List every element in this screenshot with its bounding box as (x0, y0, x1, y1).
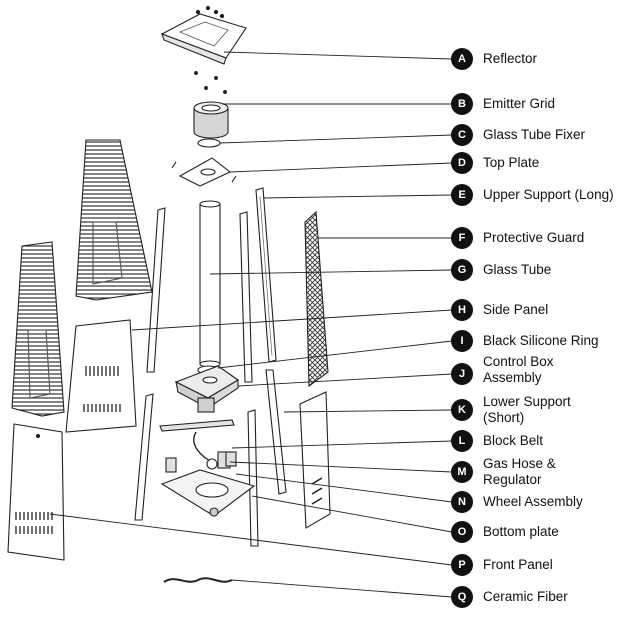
leader-line-h (131, 309, 453, 331)
reflector-part (160, 5, 247, 94)
leader-line-c (219, 134, 453, 144)
block-belt-part (159, 419, 235, 432)
bottom-plate-part (160, 469, 256, 517)
leader-line-m (229, 461, 453, 473)
glass-tube-fixer-part (197, 138, 221, 148)
leader-line-o (251, 495, 453, 533)
right-front-panel-part (299, 391, 331, 529)
leader-line-e (262, 194, 453, 199)
leader-lines (49, 51, 453, 598)
leader-line-d (229, 162, 453, 173)
leader-line-p (49, 513, 453, 566)
protective-guard-part (304, 210, 329, 388)
lower-support-part (134, 369, 287, 547)
glass-tube-part (199, 200, 221, 368)
leader-line-a (223, 51, 453, 60)
gas-hose-part (193, 431, 231, 470)
left-side-panel-part (11, 241, 65, 417)
control-box-part (174, 365, 240, 413)
top-plate-part (171, 157, 237, 187)
front-panel-part (7, 423, 65, 561)
leader-line-n (235, 473, 453, 503)
upper-support-part (146, 187, 277, 383)
ceramic-fiber-part (163, 577, 233, 583)
back-side-panel-part (75, 139, 153, 301)
leader-line-i (217, 340, 453, 369)
leader-line-k (283, 409, 453, 413)
side-panel-part (65, 319, 137, 433)
wheel-assembly-part (165, 451, 237, 473)
leader-line-j (237, 373, 453, 387)
emitter-grid-part (193, 101, 229, 139)
leader-line-g (209, 269, 453, 275)
leader-line-l (231, 440, 453, 449)
leader-line-q (231, 579, 453, 598)
